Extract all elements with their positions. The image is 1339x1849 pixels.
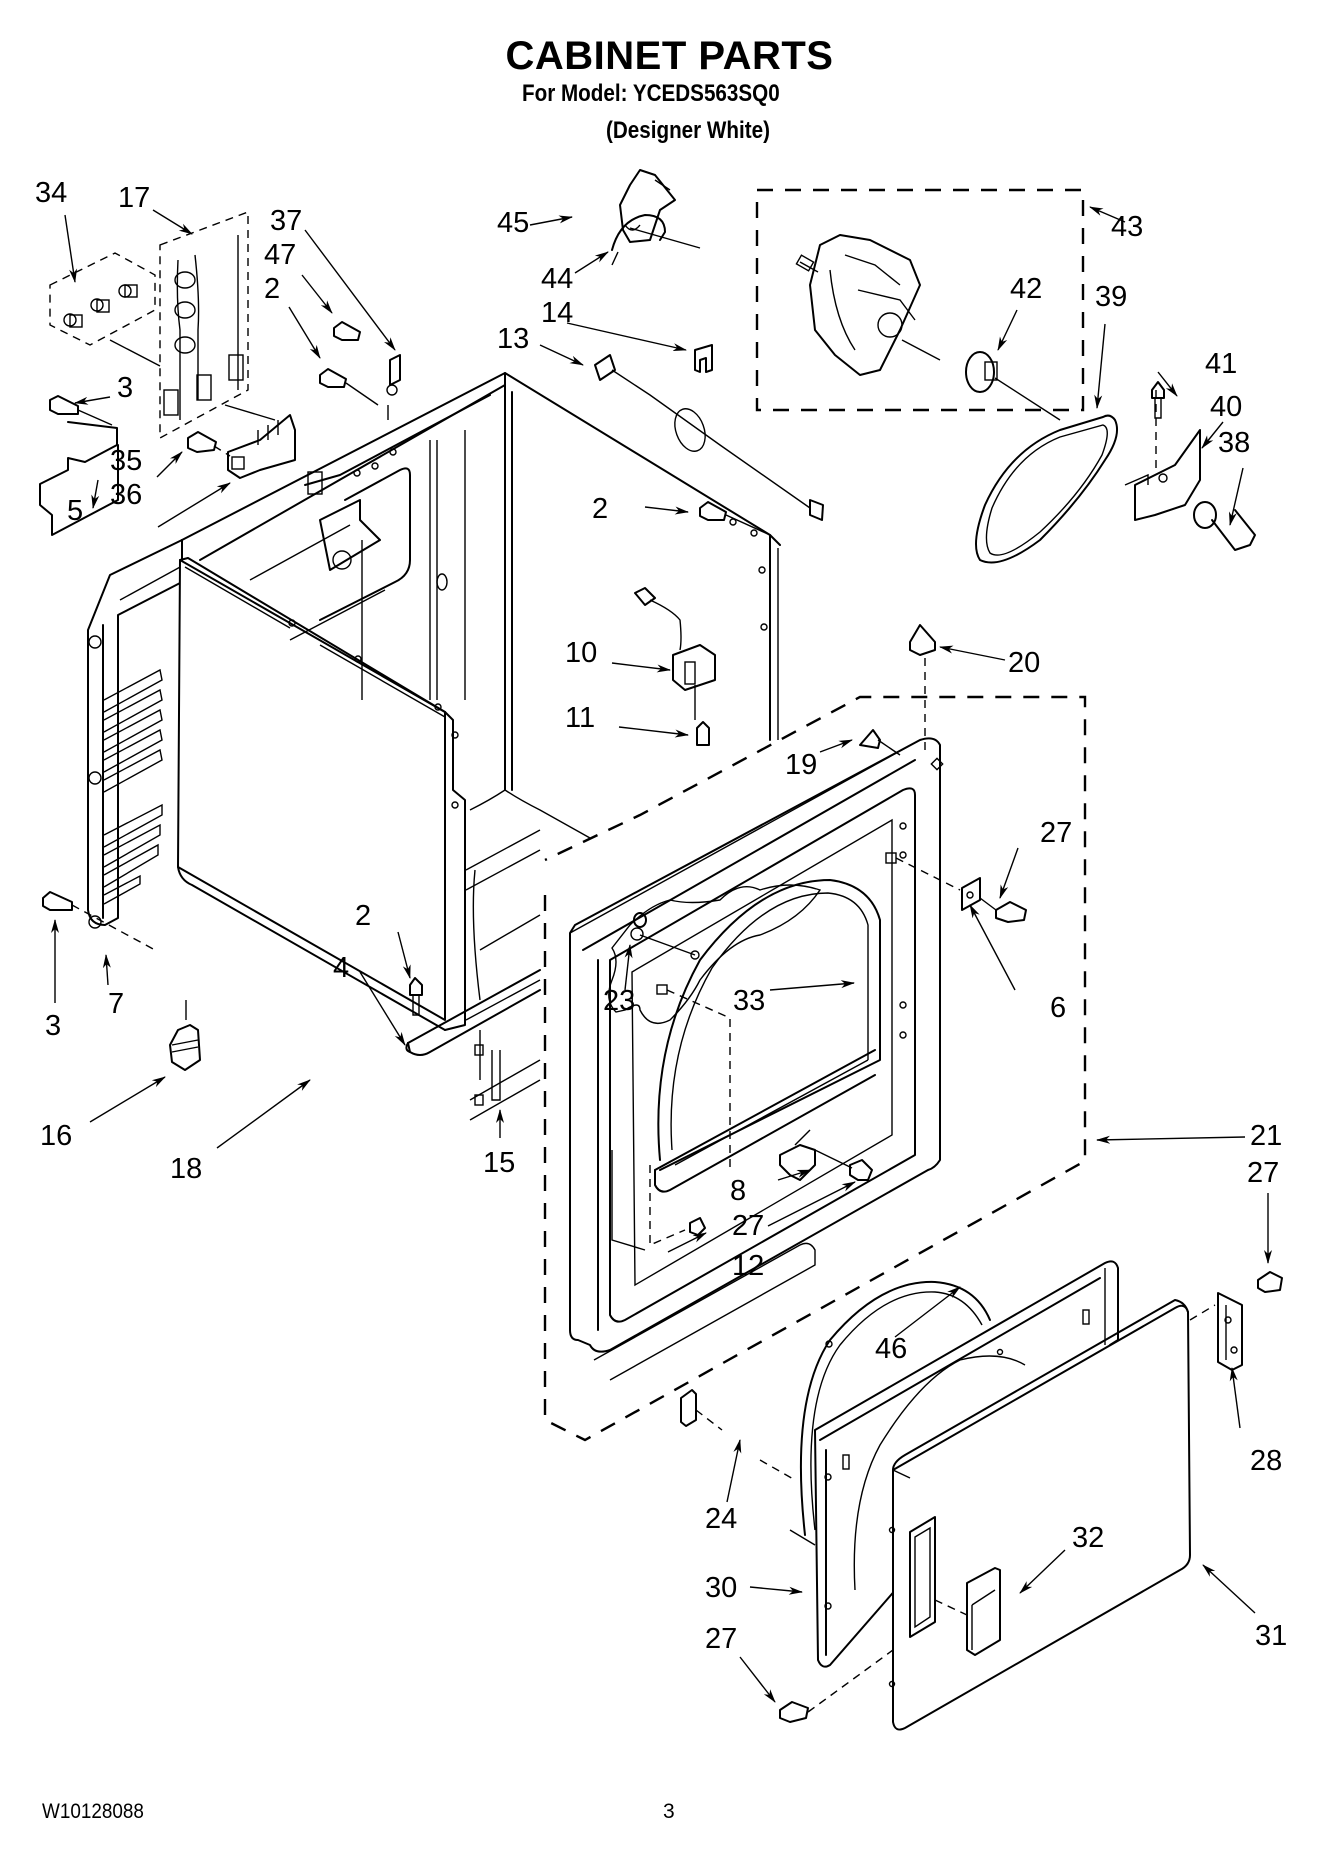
callout-labels: 34 17 37 47 2 3 5 35 36 45 44 14 13 43 4… <box>35 177 1287 1655</box>
callout-2-top: 2 <box>264 273 280 305</box>
callout-37: 37 <box>270 205 302 237</box>
screw-part-47 <box>333 321 361 341</box>
clip-part-19 <box>859 729 901 756</box>
callout-38: 38 <box>1218 427 1250 459</box>
callout-42: 42 <box>1010 273 1042 305</box>
callout-28: 28 <box>1250 1445 1282 1477</box>
callout-10: 10 <box>565 637 597 669</box>
callout-8: 8 <box>730 1175 746 1207</box>
louvers <box>103 668 163 905</box>
screw-part-27-door <box>779 1649 894 1723</box>
callout-34: 34 <box>35 177 67 209</box>
callout-15: 15 <box>483 1147 515 1179</box>
front-panel-part-21 <box>543 695 1087 1442</box>
screw-part-35 <box>187 431 231 457</box>
callout-46: 46 <box>875 1333 907 1365</box>
callout-21: 21 <box>1250 1120 1282 1152</box>
screw-part-27-hinge <box>1257 1271 1283 1293</box>
bracket-part-45 <box>619 169 676 243</box>
callout-40: 40 <box>1210 391 1242 423</box>
screw-part-2-mid <box>699 501 771 536</box>
callout-12: 12 <box>732 1250 764 1282</box>
callout-23: 23 <box>603 985 635 1017</box>
callout-14: 14 <box>541 297 573 329</box>
leveling-leg-part-16 <box>169 1000 201 1071</box>
callout-33: 33 <box>733 985 765 1017</box>
model-number: For Model: YCEDS563SQ0 <box>522 80 780 107</box>
screw-part-3-top <box>49 395 113 426</box>
callout-4: 4 <box>333 952 349 984</box>
callout-7: 7 <box>108 988 124 1020</box>
callout-47: 47 <box>264 239 296 271</box>
cabinet-part-18 <box>87 372 781 1121</box>
callout-19: 19 <box>785 749 817 781</box>
callout-30: 30 <box>705 1572 737 1604</box>
callout-24: 24 <box>705 1503 737 1535</box>
callout-3-side: 3 <box>45 1010 61 1042</box>
terminal-kit-part-17 <box>159 210 276 440</box>
callout-45: 45 <box>497 207 529 239</box>
callout-11: 11 <box>565 702 595 734</box>
callout-43: 43 <box>1111 211 1143 243</box>
callout-27-door: 27 <box>705 1623 737 1655</box>
callout-5: 5 <box>67 495 83 527</box>
lamp-part-23 <box>633 912 647 928</box>
callout-3-top: 3 <box>117 372 133 404</box>
callout-27-hinge: 27 <box>1247 1157 1279 1189</box>
harness-part-13 <box>594 354 824 521</box>
belt-part-39 <box>975 414 1118 564</box>
idler-pulley-part-38 <box>1193 501 1256 551</box>
callout-32: 32 <box>1072 1522 1104 1554</box>
motor-assembly-box-43 <box>755 188 1085 421</box>
clip-part-14 <box>694 344 713 373</box>
base-bracket-part-15 <box>469 1030 541 1121</box>
callout-2-mid: 2 <box>592 493 608 525</box>
callout-16: 16 <box>40 1120 72 1152</box>
sensor-part-10 <box>634 587 716 720</box>
screw-part-27-right <box>979 897 1027 923</box>
door-switch-part-12 <box>689 1217 706 1236</box>
callout-41: 41 <box>1205 348 1237 380</box>
door-assembly <box>680 1260 1243 1731</box>
callout-31: 31 <box>1255 1620 1287 1652</box>
callout-20: 20 <box>1008 647 1040 679</box>
screw-part-11 <box>696 721 710 746</box>
hose-clamps-part-34 <box>49 252 161 367</box>
callout-17: 17 <box>118 182 150 214</box>
bumper-part-20 <box>909 624 936 750</box>
clip-part-37 <box>386 354 401 420</box>
screw-part-2-lower <box>409 977 423 1016</box>
callout-35: 35 <box>110 445 142 477</box>
callout-2-lower: 2 <box>355 900 371 932</box>
callout-18: 18 <box>170 1153 202 1185</box>
screw-part-3-side <box>42 891 156 951</box>
callout-36: 36 <box>110 479 142 511</box>
document-number: W10128088 <box>42 1800 144 1823</box>
screw-part-41 <box>1151 381 1165 419</box>
clip-part-6 <box>961 877 981 911</box>
leader-lines <box>51 206 1272 1703</box>
callout-27-mid: 27 <box>732 1210 764 1242</box>
model-variant: (Designer White) <box>606 117 770 144</box>
cover-plate-part-5 <box>39 421 119 536</box>
callout-39: 39 <box>1095 281 1127 313</box>
callout-44: 44 <box>541 263 573 295</box>
screw-part-2-top <box>319 368 379 406</box>
callout-13: 13 <box>497 323 529 355</box>
page-title: CABINET PARTS <box>505 34 834 78</box>
terminal-block-part-36 <box>227 414 296 479</box>
page-number: 3 <box>663 1800 675 1823</box>
screw-part-27-mid <box>814 1149 873 1181</box>
callout-27-right: 27 <box>1040 817 1072 849</box>
clamp-part-44 <box>611 214 701 266</box>
idler-bracket-part-40 <box>1124 390 1201 521</box>
callout-6: 6 <box>1050 992 1066 1024</box>
